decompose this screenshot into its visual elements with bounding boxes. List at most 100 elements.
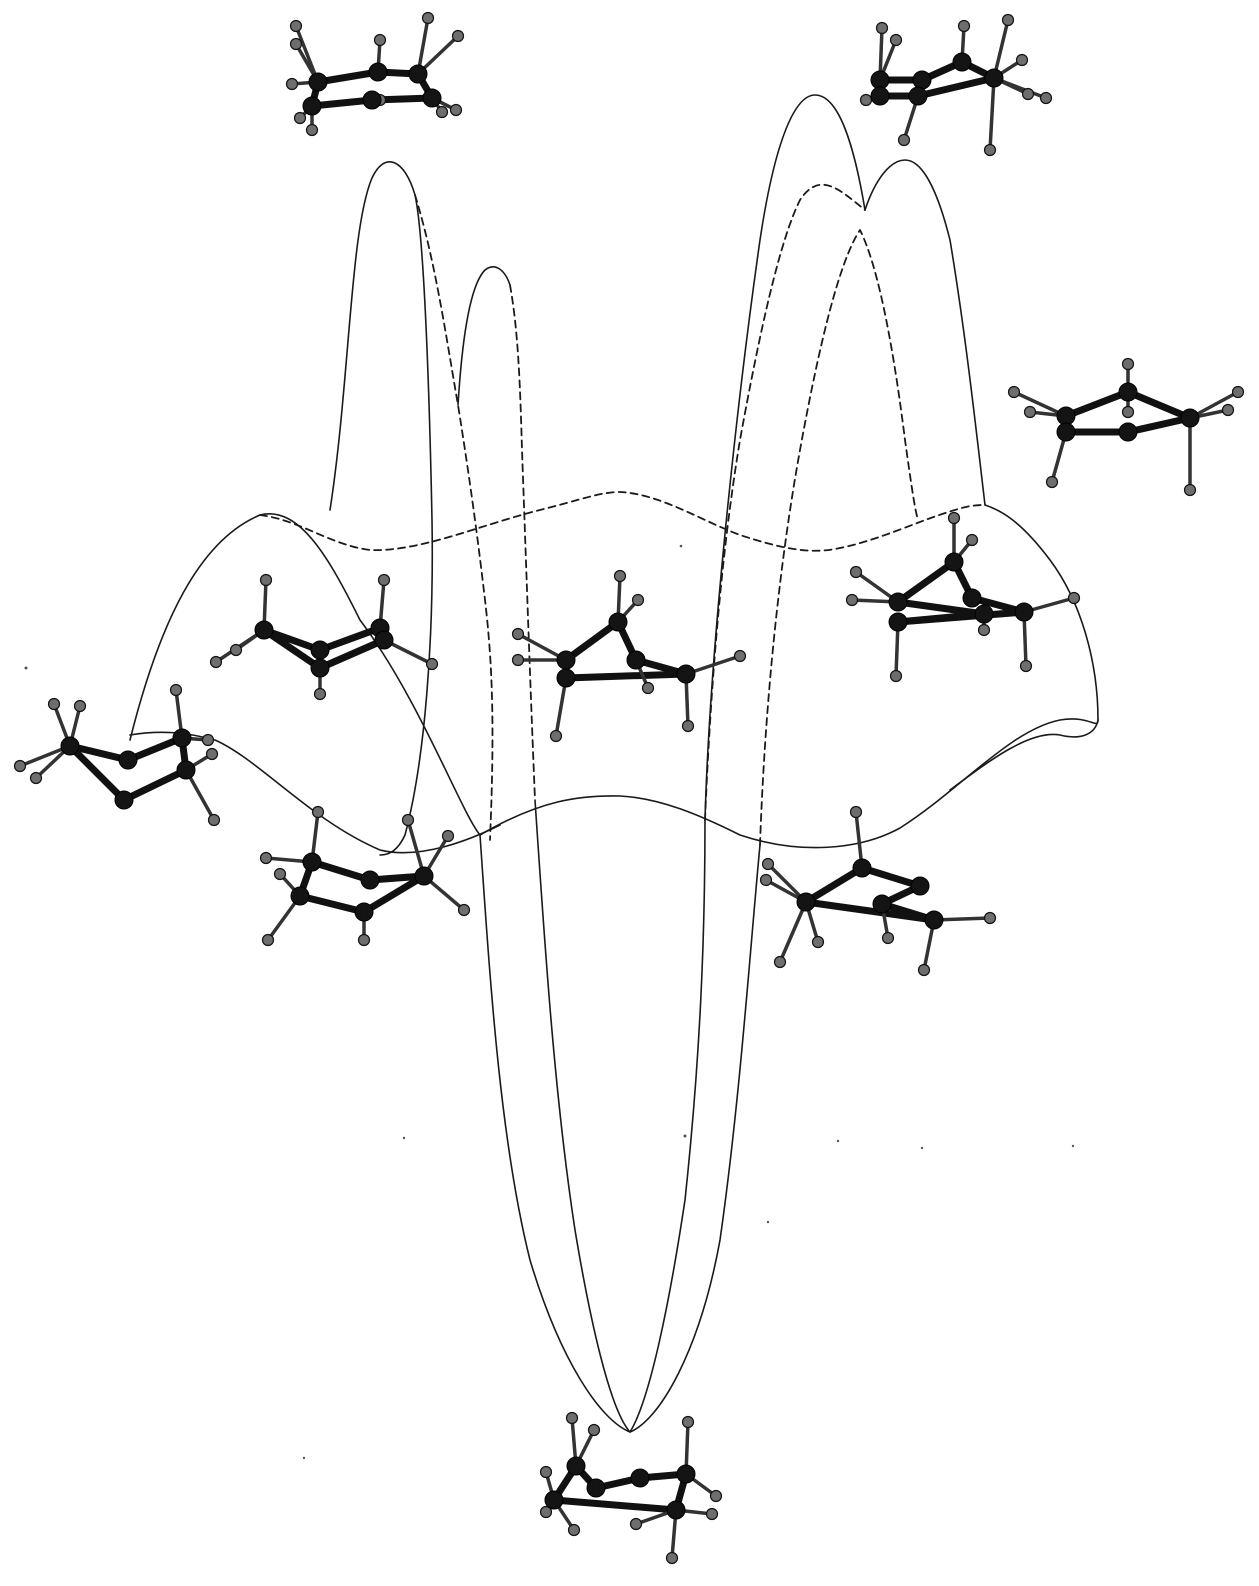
hydrogen-atom	[1041, 93, 1052, 104]
hydrogen-atom	[567, 1413, 578, 1424]
hydrogen-atom	[291, 21, 302, 32]
hydrogen-atom	[959, 21, 970, 32]
hydrogen-atom	[643, 683, 654, 694]
conformer-bottom	[541, 1413, 722, 1564]
carbon-atom	[889, 593, 907, 611]
conformer-upper-left	[211, 575, 438, 700]
carbon-atom	[303, 853, 321, 871]
right-second-peak-back	[760, 230, 918, 845]
carbon-atom	[963, 589, 981, 607]
carbon-atom	[667, 1501, 685, 1519]
carbon-atom	[303, 97, 321, 115]
central-well-right-outer	[630, 845, 760, 1432]
carbon-atom	[909, 87, 927, 105]
hydrogen-atom	[1123, 407, 1134, 418]
carbon-atom	[361, 871, 379, 889]
hydrogen-atom	[851, 807, 862, 818]
carbon-atom	[255, 621, 273, 639]
hydrogen-atom	[513, 629, 524, 640]
hydrogen-atom	[1233, 387, 1244, 398]
hydrogen-atom	[1123, 359, 1134, 370]
hydrogen-atom	[707, 1509, 718, 1520]
hydrogen-atom	[899, 135, 910, 146]
hydrogen-atom	[261, 853, 272, 864]
conformer-upper-right	[847, 513, 1080, 682]
left-tall-peak-back	[415, 195, 492, 840]
conformer-top-left	[287, 13, 464, 136]
left-tall-peak	[330, 162, 432, 855]
carbon-atom	[1057, 423, 1075, 441]
hydrogen-atom	[861, 95, 872, 106]
hydrogen-atom	[1223, 405, 1234, 416]
speck	[921, 1147, 923, 1149]
carbon-atom	[557, 669, 575, 687]
speck	[403, 1137, 405, 1139]
carbon-bond	[554, 1500, 676, 1510]
hydrogen-atom	[683, 721, 694, 732]
hydrogen-atom	[847, 595, 858, 606]
hydrogen-atom	[49, 699, 60, 710]
carbon-atom	[355, 903, 373, 921]
hydrogen-atom	[891, 35, 902, 46]
carbon-atom	[363, 91, 381, 109]
hydrogen-atom	[1069, 593, 1080, 604]
speck	[837, 1140, 839, 1142]
carbon-atom	[873, 895, 891, 913]
hydrogen-atom	[1023, 89, 1034, 100]
carbon-atom	[925, 911, 943, 929]
carbon-atom	[871, 71, 889, 89]
hydrogen-atom	[763, 859, 774, 870]
hydrogen-atom	[275, 869, 286, 880]
carbon-atom	[797, 893, 815, 911]
molecule-conformers	[15, 13, 1244, 1564]
speck	[303, 1457, 305, 1459]
hydrogen-atom	[1185, 485, 1196, 496]
hydrogen-atom	[261, 575, 272, 586]
carbon-atom	[61, 737, 79, 755]
right-tall-peak-back	[705, 185, 865, 820]
hydrogen-atom	[1017, 55, 1028, 66]
carbon-atom	[609, 613, 627, 631]
carbon-bond	[1128, 392, 1190, 418]
hydrogen-atom	[589, 1425, 600, 1436]
conformer-lower-left	[261, 807, 470, 946]
hydrogen-atom	[31, 773, 42, 784]
carbon-bond	[806, 868, 862, 902]
carbon-atom	[953, 53, 971, 71]
hydrogen-atom	[775, 957, 786, 968]
hydrogen-atom	[1009, 387, 1020, 398]
carbon-atom	[115, 791, 133, 809]
carbon-atom	[1015, 603, 1033, 621]
hydrogen-atom	[287, 79, 298, 90]
hydrogen-atom	[203, 735, 214, 746]
carbon-atom	[1057, 407, 1075, 425]
carbon-atom	[975, 605, 993, 623]
carbon-atom	[913, 71, 931, 89]
hydrogen-atom	[541, 1467, 552, 1478]
hydrogen-atom	[379, 575, 390, 586]
hydrogen-atom	[453, 31, 464, 42]
hydrogen-atom	[891, 671, 902, 682]
carbon-atom	[871, 87, 889, 105]
hydrogen-atom	[403, 815, 414, 826]
speck	[25, 667, 28, 670]
hydrogen-atom	[443, 831, 454, 842]
hydrogen-atom	[979, 625, 990, 636]
hydrogen-atom	[313, 807, 324, 818]
right-second-peak	[865, 160, 985, 505]
hydrogen-atom	[667, 1553, 678, 1564]
carbon-bond	[566, 674, 686, 678]
conformer-lower-right	[761, 807, 996, 976]
carbon-atom	[627, 651, 645, 669]
hydrogen-atom	[883, 933, 894, 944]
conformer-top-right	[861, 15, 1052, 156]
carbon-bond	[124, 770, 186, 800]
hydrogen-atom	[209, 815, 220, 826]
hydrogen-atom	[615, 571, 626, 582]
conformer-right	[1009, 359, 1244, 496]
central-well-left-outer	[480, 835, 630, 1432]
carbon-atom	[567, 1457, 585, 1475]
carbon-atom	[173, 729, 191, 747]
carbon-atom	[375, 631, 393, 649]
carbon-atom	[677, 665, 695, 683]
